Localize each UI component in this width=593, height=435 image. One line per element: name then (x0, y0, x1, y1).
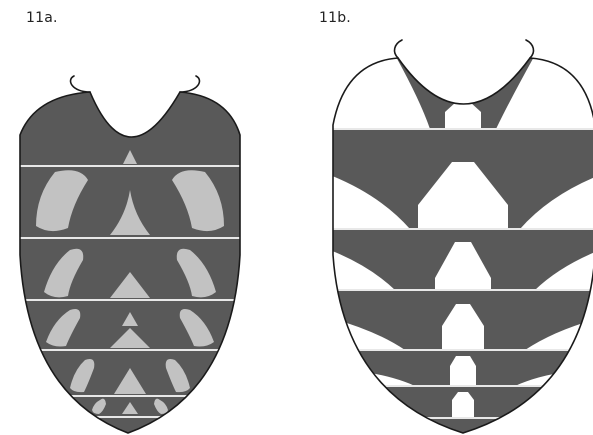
figure-11b (330, 40, 593, 435)
patch-b-15 (450, 356, 476, 386)
hook-right-a (180, 76, 199, 92)
patch-b-18 (452, 392, 474, 418)
hook-left-a (71, 76, 90, 92)
hook-right-b (526, 40, 533, 58)
figure-11a (0, 60, 260, 435)
hook-left-b (395, 40, 402, 58)
